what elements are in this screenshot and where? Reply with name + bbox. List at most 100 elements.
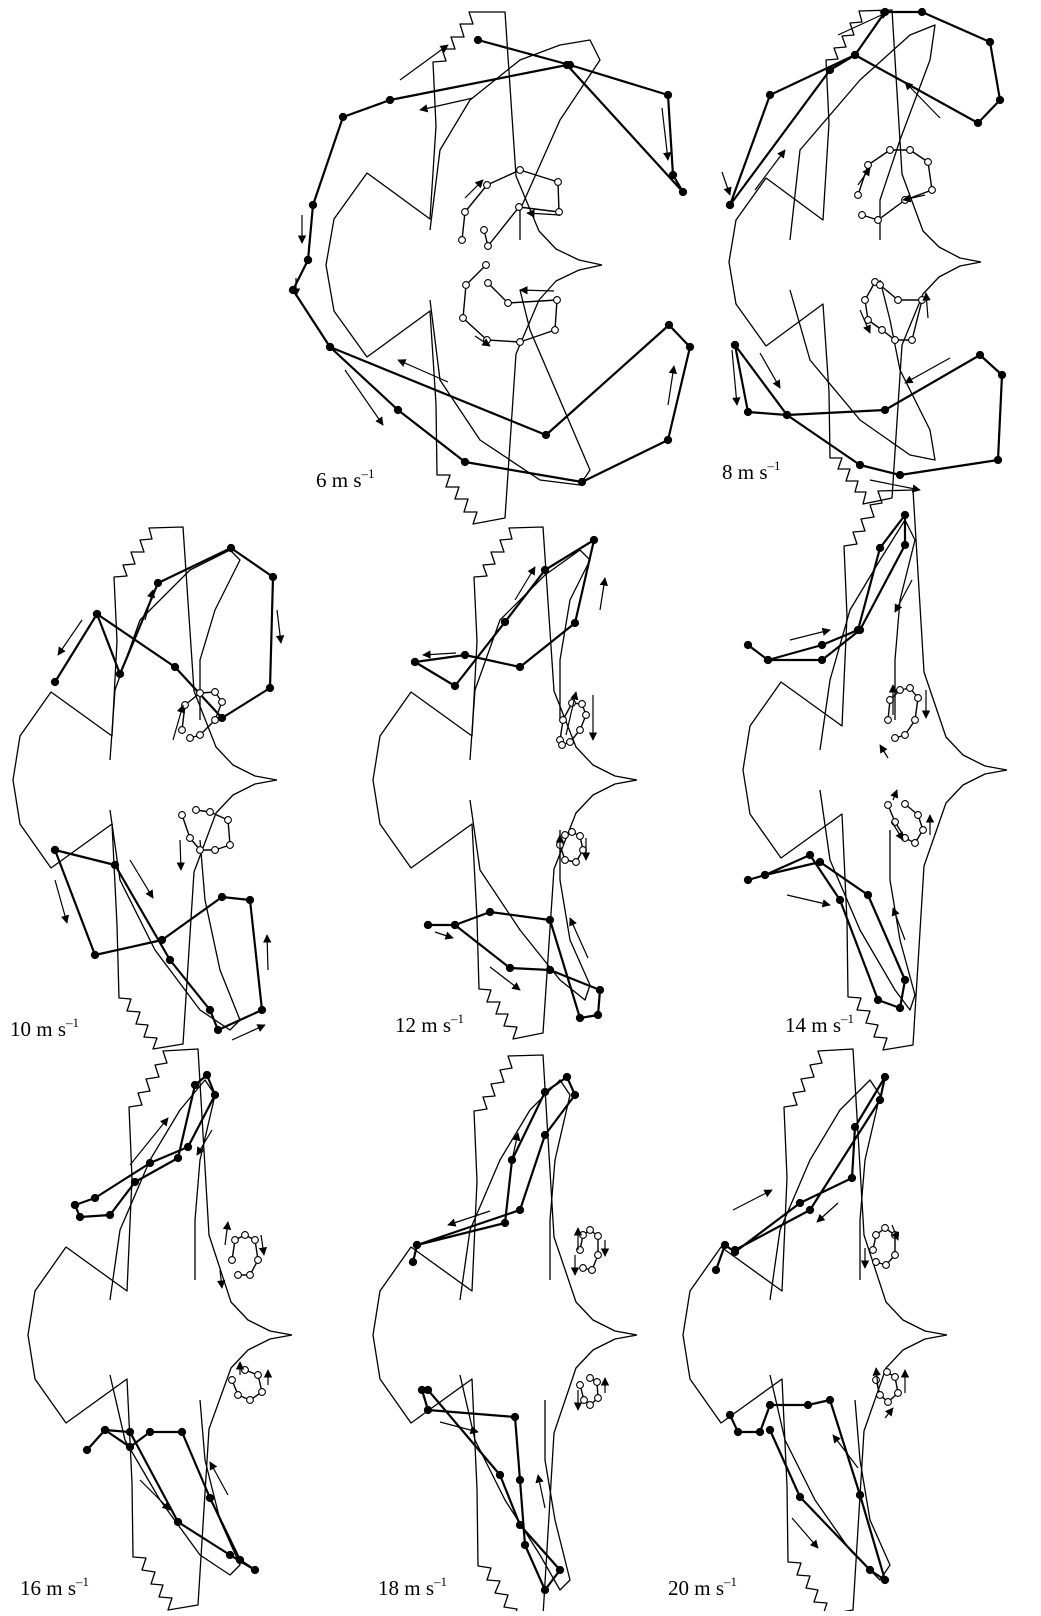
- wingtip-marker: [901, 511, 908, 518]
- wingtip-marker: [546, 966, 553, 973]
- wingtip-marker: [91, 951, 98, 958]
- wingtip-marker: [83, 1446, 90, 1453]
- motion-arrow: [58, 620, 82, 655]
- wingtip-marker: [596, 986, 603, 993]
- wingtip-marker: [516, 1206, 523, 1213]
- motion-arrow: [570, 918, 588, 958]
- wingtip-marker: [783, 411, 790, 418]
- wrist-marker: [909, 337, 916, 344]
- wrist-track-lower: [865, 282, 922, 340]
- bird-outline: [729, 10, 981, 504]
- wingtip-marker: [726, 1411, 733, 1418]
- wingtip-marker: [251, 1566, 258, 1573]
- wingtip-marker: [669, 171, 676, 178]
- wrist-marker: [873, 1377, 880, 1384]
- wingtip-marker: [506, 964, 513, 971]
- wrist-marker: [897, 687, 904, 694]
- wingtip-marker: [864, 891, 871, 898]
- motion-arrow: [566, 692, 576, 735]
- wing-outline-lower: [110, 810, 240, 1030]
- wrist-marker: [562, 832, 569, 839]
- motion-arrow: [173, 705, 183, 740]
- wrist-marker: [552, 327, 559, 334]
- wingtip-marker: [501, 1219, 508, 1226]
- wingtip-marker: [516, 663, 523, 670]
- wingtip-marker: [461, 651, 468, 658]
- wingtip-marker: [203, 1071, 210, 1078]
- wingtip-marker: [146, 1159, 153, 1166]
- motion-arrow: [880, 745, 888, 758]
- motion-arrow: [423, 653, 456, 655]
- wrist-marker: [902, 835, 909, 842]
- wingtip-marker: [511, 1413, 518, 1420]
- wingtip-marker: [881, 406, 888, 413]
- wingtip-marker: [712, 1266, 719, 1273]
- motion-arrow: [225, 1222, 228, 1245]
- wrist-marker: [595, 1252, 602, 1259]
- wrist-marker: [907, 685, 914, 692]
- wingtip-marker: [171, 663, 178, 670]
- wingtip-marker: [851, 1123, 858, 1130]
- wingtip-marker: [174, 1518, 181, 1525]
- wing-outline-upper: [790, 25, 935, 240]
- wingtip-track-upper: [415, 540, 594, 686]
- wingtip-marker: [106, 1211, 113, 1218]
- wingtip-marker: [101, 1426, 108, 1433]
- wingtip-marker: [851, 51, 858, 58]
- wingtip-marker: [804, 1401, 811, 1408]
- wrist-marker: [573, 859, 580, 866]
- wing-outline-upper: [430, 40, 600, 240]
- wrist-marker: [517, 167, 524, 174]
- wrist-marker: [225, 817, 232, 824]
- wingtip-marker: [269, 573, 276, 580]
- panel-label-8: 8 m s–1: [722, 460, 781, 485]
- wingtip-marker: [796, 1199, 803, 1206]
- wingtip-marker: [974, 119, 981, 126]
- wingtip-track-lower: [293, 260, 690, 482]
- wrist-marker: [559, 742, 566, 749]
- panel-18: [373, 1055, 637, 1611]
- wrist-marker: [877, 1392, 884, 1399]
- wingtip-marker: [744, 876, 751, 883]
- wingtip-track-lower: [730, 1400, 885, 1580]
- motion-arrow: [885, 1408, 893, 1418]
- wingtip-marker: [994, 456, 1001, 463]
- wingtip-marker: [451, 921, 458, 928]
- wrist-marker: [862, 297, 869, 304]
- wrist-marker: [882, 1225, 889, 1232]
- wrist-marker: [197, 690, 204, 697]
- wingtip-track-upper: [55, 548, 273, 718]
- wrist-marker: [580, 1265, 587, 1272]
- wrist-marker: [589, 1267, 596, 1274]
- wingtip-marker: [856, 1491, 863, 1498]
- wing-outline-upper: [110, 550, 240, 760]
- wrist-marker: [252, 1237, 259, 1244]
- wrist-marker: [907, 147, 914, 154]
- wrist-marker: [912, 840, 919, 847]
- wingtip-marker: [184, 1143, 191, 1150]
- wrist-marker: [929, 187, 936, 194]
- motion-arrow: [870, 480, 920, 490]
- panel-label-20: 20 m s–1: [668, 1576, 737, 1601]
- wrist-marker: [594, 1379, 601, 1386]
- wingtip-marker: [874, 996, 881, 1003]
- motion-arrow: [180, 840, 181, 870]
- wrist-marker: [892, 735, 899, 742]
- wrist-track-upper: [858, 150, 932, 220]
- wingtip-marker: [309, 201, 316, 208]
- wrist-marker: [580, 847, 587, 854]
- wrist-marker: [885, 1399, 892, 1406]
- wingtip-marker: [191, 1081, 198, 1088]
- wrist-marker: [485, 280, 492, 287]
- wrist-marker: [883, 1262, 890, 1269]
- motion-arrow: [858, 168, 870, 185]
- wingtip-marker: [246, 896, 253, 903]
- wingtip-marker: [146, 1428, 153, 1435]
- wrist-marker: [884, 1369, 891, 1376]
- wingtip-marker: [756, 1428, 763, 1435]
- wingtip-marker: [986, 38, 993, 45]
- wrist-marker: [255, 1257, 262, 1264]
- wrist-marker: [187, 735, 194, 742]
- wrist-marker: [915, 812, 922, 819]
- wingtip-marker: [836, 896, 843, 903]
